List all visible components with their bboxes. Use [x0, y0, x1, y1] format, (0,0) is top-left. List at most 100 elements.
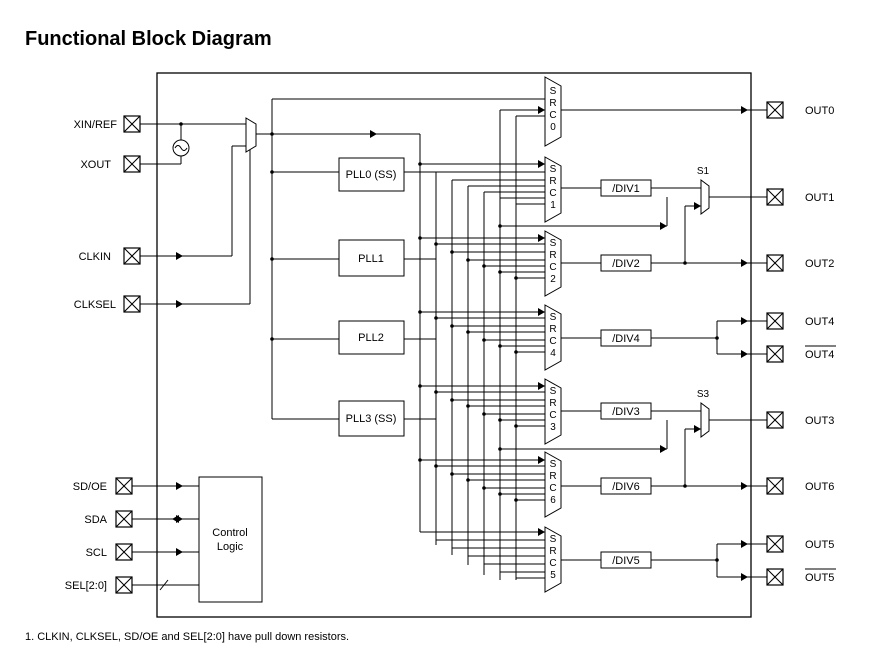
src2-r: R — [549, 250, 556, 261]
pll0-label: PLL0 (SS) — [346, 169, 397, 181]
output-pins — [766, 101, 784, 586]
div3-block — [600, 402, 652, 420]
label-sdoe: SD/OE — [73, 481, 107, 493]
div6-label: /DIV6 — [612, 481, 640, 493]
div5-block — [600, 551, 652, 569]
pin-scl — [115, 543, 133, 561]
control-label-line2: Logic — [217, 541, 244, 553]
pll2-block — [338, 320, 405, 355]
div6-block — [600, 477, 652, 495]
src4-c: C — [549, 336, 556, 347]
pin-xin — [123, 115, 141, 133]
src4-n: 4 — [550, 348, 556, 359]
pin-out0 — [766, 101, 784, 119]
div-blocks — [600, 179, 652, 569]
label-clksel: CLKSEL — [74, 299, 116, 311]
div5-label: /DIV5 — [612, 555, 640, 567]
pll-blocks — [338, 157, 405, 437]
src5-r: R — [549, 546, 556, 557]
src3-s: S — [550, 386, 557, 397]
src6-n: 6 — [550, 495, 556, 506]
pll0-block — [338, 157, 405, 192]
src1-r: R — [549, 176, 556, 187]
src2-c: C — [549, 262, 556, 273]
src2-s: S — [550, 238, 557, 249]
div1-block — [600, 179, 652, 197]
chip-boundary — [156, 72, 752, 618]
src0-s: S — [550, 86, 557, 97]
pll3-block — [338, 400, 405, 437]
s3-switch — [700, 402, 710, 438]
pin-out5b — [766, 568, 784, 586]
div2-block — [600, 254, 652, 272]
pin-sda — [115, 510, 133, 528]
src5-n: 5 — [550, 570, 556, 581]
block-labels: PLL0 (SS) PLL1 PLL2 PLL3 (SS) Control Lo… — [212, 166, 709, 567]
s3-label: S3 — [697, 389, 710, 400]
pll3-label: PLL3 (SS) — [346, 413, 397, 425]
src3-c: C — [549, 410, 556, 421]
label-xin: XIN/REF — [74, 119, 118, 131]
label-scl: SCL — [86, 547, 107, 559]
switches — [700, 179, 710, 438]
input-pins — [115, 115, 141, 594]
div2-label: /DIV2 — [612, 258, 640, 270]
label-xout: XOUT — [80, 159, 111, 171]
pin-sel — [115, 576, 133, 594]
pll2-label: PLL2 — [358, 332, 384, 344]
pll1-block — [338, 239, 405, 277]
src5-s: S — [550, 534, 557, 545]
src6-r: R — [549, 471, 556, 482]
pll1-label: PLL1 — [358, 253, 384, 265]
pin-out5 — [766, 535, 784, 553]
pin-sdoe — [115, 477, 133, 495]
footnote: 1. CLKIN, CLKSEL, SD/OE and SEL[2:0] hav… — [25, 631, 350, 643]
src0-n: 0 — [550, 122, 556, 133]
src0-c: C — [549, 110, 556, 121]
label-clkin: CLKIN — [79, 251, 111, 263]
pin-out2 — [766, 254, 784, 272]
src-mux-labels: S R C 0 S R C 1 S R C 2 S R C 4 S R C 3 … — [549, 86, 556, 581]
pin-xout — [123, 155, 141, 173]
label-out5: OUT5 — [805, 539, 834, 551]
src1-n: 1 — [550, 200, 556, 211]
control-logic-block — [198, 476, 263, 603]
src2-n: 2 — [550, 274, 556, 285]
src4-r: R — [549, 324, 556, 335]
diagram-title: Functional Block Diagram — [25, 28, 272, 50]
label-out3: OUT3 — [805, 415, 834, 427]
pin-out1 — [766, 188, 784, 206]
src5-c: C — [549, 558, 556, 569]
pin-out6 — [766, 477, 784, 495]
input-mux — [245, 117, 257, 153]
label-out4: OUT4 — [805, 316, 834, 328]
pin-out4 — [766, 312, 784, 330]
label-out1: OUT1 — [805, 192, 834, 204]
src3-n: 3 — [550, 422, 556, 433]
src4-s: S — [550, 312, 557, 323]
pin-clkin — [123, 247, 141, 265]
label-out6: OUT6 — [805, 481, 834, 493]
label-sel: SEL[2:0] — [65, 580, 107, 592]
pin-out4b — [766, 345, 784, 363]
div3-label: /DIV3 — [612, 406, 640, 418]
crystal-oscillator-icon — [172, 139, 190, 157]
label-out2: OUT2 — [805, 258, 834, 270]
pin-clksel — [123, 295, 141, 313]
src1-c: C — [549, 188, 556, 199]
src-muxes — [544, 76, 562, 593]
label-out4b: OUT4 — [805, 349, 834, 361]
div4-label: /DIV4 — [612, 333, 640, 345]
junction-dots — [179, 122, 719, 562]
src6-c: C — [549, 483, 556, 494]
input-labels: XIN/REF XOUT CLKIN CLKSEL SD/OE SDA SCL … — [65, 119, 117, 592]
src0-r: R — [549, 98, 556, 109]
s1-switch — [700, 179, 710, 215]
src3-r: R — [549, 398, 556, 409]
pin-out3 — [766, 411, 784, 429]
control-label-line1: Control — [212, 527, 247, 539]
output-labels: OUT0 OUT1 OUT2 OUT4 OUT4 OUT3 OUT6 OUT5 … — [805, 105, 836, 584]
s1-label: S1 — [697, 166, 710, 177]
src1-s: S — [550, 164, 557, 175]
